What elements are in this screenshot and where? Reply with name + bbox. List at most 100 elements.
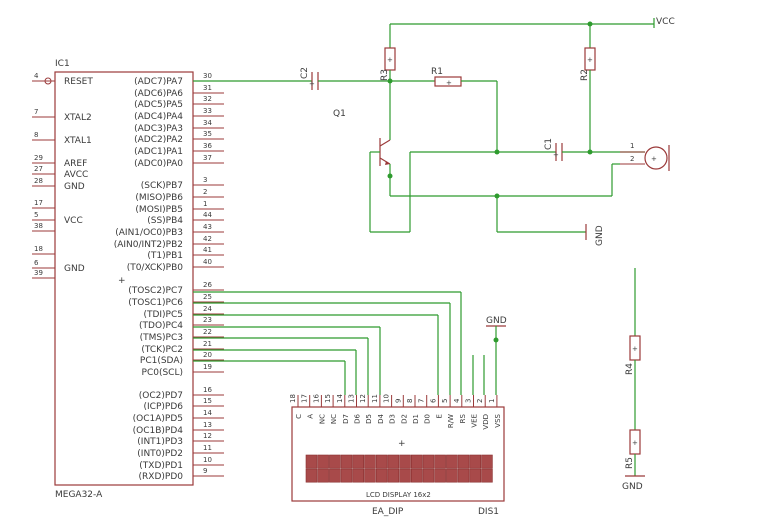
mcu-left-pin-num: 18 [34, 245, 43, 253]
capacitor-c2: C2 + [300, 67, 319, 90]
lcd-cell [340, 468, 353, 483]
lcd-pin-name: D6 [354, 413, 362, 423]
lcd-pin-num: 2 [476, 399, 484, 403]
mcu-right-pin-name: (ADC7)PA7 [134, 77, 183, 87]
lcd-pin-name: NC [330, 414, 338, 424]
lcd-cell [434, 468, 446, 483]
lcd-pin-num: 18 [289, 394, 297, 403]
mcu-right-pin-num: 43 [203, 223, 212, 231]
lcd-cell [446, 468, 458, 483]
lcd-pin-name: D4 [377, 413, 385, 423]
mcu-right-pin-num: 11 [203, 444, 212, 452]
mcu-right-pin-num: 26 [203, 281, 212, 289]
mcu-right-pin-name: (ADC3)PA3 [134, 124, 183, 134]
lcd-cell [469, 468, 481, 483]
mcu-left-pins: 4RESET7XTAL28XTAL129AREF27AVCC28GND175VC… [32, 72, 93, 279]
lcd-cell [422, 454, 435, 469]
mcu-left-pin-name: RESET [64, 77, 93, 87]
mcu-right-pin-name: PC1(SDA) [140, 356, 183, 366]
lcd-pin-num: 9 [394, 399, 402, 403]
lcd-screen [305, 454, 493, 483]
c1-label: C1 [544, 138, 554, 150]
lcd-cell [410, 454, 423, 469]
mcu-left-pin-num: 38 [34, 222, 43, 230]
lcd-package: EA_DIP [372, 507, 404, 517]
lcd-cell [329, 454, 341, 469]
gnd-lcd-label: GND [486, 316, 507, 326]
mcu-right-pin-name: (ADC2)PA2 [134, 135, 183, 145]
mcu-right-pin-num: 36 [203, 142, 212, 150]
mcu-right-pin-num: 35 [203, 130, 212, 138]
mcu-right-pin-num: 2 [203, 188, 207, 196]
mcu-right-pin-name: (TDI)PC5 [143, 310, 183, 320]
mcu-right-pin-name: (TOSC2)PC7 [128, 286, 183, 296]
mcu-left-pin-name: XTAL1 [64, 136, 92, 146]
lcd-pin-num: 11 [371, 394, 379, 403]
lcd-cell [387, 454, 400, 469]
mcu-right-pin-num: 41 [203, 246, 212, 254]
lcd-pin-name: R/W [447, 414, 455, 428]
mcu-right-pin-name: (AIN1/OC0)PB3 [115, 228, 183, 238]
mcu-left-pin-num: 4 [34, 72, 39, 80]
mcu-right-pin-num: 15 [203, 397, 212, 405]
resistor-r3: + R3 [380, 47, 396, 81]
mcu-right-pin-name: (MOSI)PB5 [135, 205, 183, 215]
lcd-pin-num: 15 [324, 394, 332, 403]
microphone: 1 2 + [620, 142, 670, 171]
lcd-pin-name: VSS [494, 413, 502, 427]
mcu-right-pin-name: (TXD)PD1 [139, 461, 183, 471]
resistor-r1: + R1 [431, 67, 462, 87]
mcu-right-pin-num: 21 [203, 340, 212, 348]
divider-r4-r5: + R4 + R5 GND [622, 268, 645, 492]
mcu-right-pin-name: (TMS)PC3 [140, 333, 183, 343]
mcu-right-pin-num: 34 [203, 119, 212, 127]
lcd-pin-name: RS [459, 413, 467, 423]
mcu-left-pin-num: 39 [34, 269, 43, 277]
mcu-right-pin-name: (SCK)PB7 [141, 181, 183, 191]
lcd-pin-num: 14 [336, 394, 344, 403]
mcu-left-pin-name: XTAL2 [64, 113, 92, 123]
r2-label: R2 [580, 69, 590, 81]
mcu-left-pin-num: 29 [34, 154, 43, 162]
mcu-left-pin-num: 28 [34, 177, 43, 185]
mcu-value: MEGA32-A [55, 490, 103, 500]
mcu-right-pin-num: 23 [203, 316, 212, 324]
lcd-pin-name: VEE [471, 414, 479, 428]
transistor-q1: Q1 [333, 109, 391, 166]
lcd-cell [375, 454, 388, 469]
lcd-cell [317, 454, 329, 469]
mcu-right-pin-name: (MISO)PB6 [135, 193, 183, 203]
r1-label: R1 [431, 67, 443, 77]
lcd-cell [446, 454, 458, 469]
mcu-right-pin-num: 31 [203, 84, 212, 92]
mcu-left-pin-num: 7 [34, 108, 38, 116]
r3-label: R3 [380, 69, 390, 81]
lcd-cell [352, 454, 364, 469]
resistor-r2: + R2 [580, 47, 596, 81]
mcu-left-pin-name: GND [64, 182, 85, 192]
lcd-caption: LCD DISPLAY 16x2 [366, 491, 431, 499]
mcu-name: IC1 [55, 59, 70, 69]
mcu-right-pin-num: 33 [203, 107, 212, 115]
mcu-right-pin-name: (TDO)PC4 [139, 321, 183, 331]
mcu-right-pin-num: 25 [203, 293, 212, 301]
svg-text:+: + [387, 56, 393, 64]
lcd-cell [434, 454, 446, 469]
mcu-right-pin-num: 24 [203, 305, 212, 313]
lcd-body [291, 406, 505, 502]
lcd-pin-num: 16 [312, 394, 320, 403]
lcd-cell [364, 454, 376, 469]
mcu-ic1: IC1 MEGA32-A + 4RESET7XTAL28XTAL129AREF2… [32, 59, 224, 500]
lcd-name: DIS1 [478, 507, 499, 517]
lcd-pin-num: 8 [406, 399, 414, 403]
lcd-pin-name: C [295, 414, 303, 419]
svg-text:+: + [118, 276, 126, 286]
vcc-label: VCC [656, 17, 675, 27]
lcd-pin-num: 3 [465, 399, 473, 403]
lcd-pin-num: 7 [418, 399, 426, 403]
lcd-cell [375, 468, 388, 483]
mcu-right-pin-num: 44 [203, 211, 212, 219]
lcd-cell [469, 454, 481, 469]
lcd-pin-name: D2 [400, 414, 408, 424]
svg-text:+: + [553, 151, 559, 159]
